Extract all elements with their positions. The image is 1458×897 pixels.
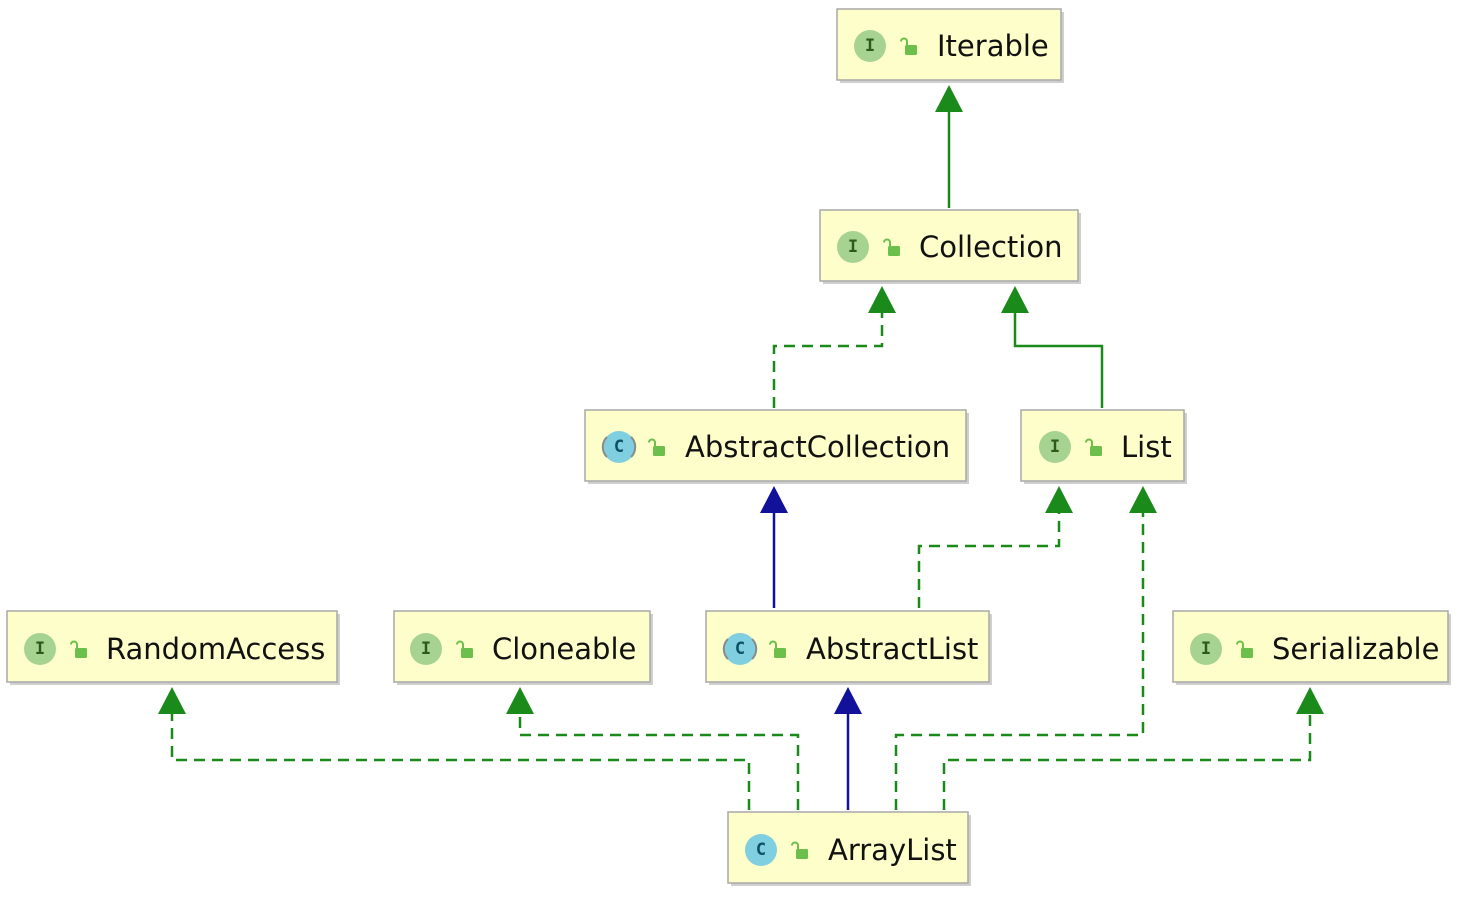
svg-text:I: I [35, 639, 45, 659]
node-cloneable[interactable]: I Cloneable [393, 610, 653, 685]
edge-arraylist-list [894, 486, 1157, 810]
svg-text:C: C [735, 639, 745, 659]
edge-abstractlist-abstractcollection [760, 486, 788, 608]
node-collection[interactable]: I Collection [819, 209, 1081, 284]
unlocked-public-icon [456, 640, 473, 658]
arrowhead [158, 687, 186, 714]
abstract-class-icon: C [601, 431, 637, 463]
class-icon: C [745, 834, 777, 866]
node-label: RandomAccess [106, 632, 325, 666]
interface-icon: I [854, 30, 886, 62]
node-label: Collection [919, 230, 1062, 264]
node-label: Cloneable [492, 632, 636, 666]
arrowhead [935, 85, 963, 112]
arrowhead [760, 486, 788, 513]
node-abstractcollection[interactable]: C AbstractCollection [584, 409, 969, 484]
arrowhead [1001, 286, 1029, 313]
node-abstractlist[interactable]: C AbstractList [705, 610, 992, 685]
edge-arraylist-cloneable [506, 687, 800, 810]
svg-text:C: C [756, 840, 766, 860]
arrowhead [1296, 687, 1324, 714]
nodes-layer: I Iterable I Collection [6, 8, 1451, 886]
node-list[interactable]: I List [1020, 409, 1187, 484]
unlocked-public-icon [648, 438, 665, 456]
node-label: AbstractList [806, 632, 978, 666]
abstract-class-icon: C [722, 633, 758, 665]
interface-icon: I [1039, 431, 1071, 463]
edge-abstractcollection-collection [772, 286, 896, 408]
node-label: Serializable [1272, 632, 1439, 666]
edge-arraylist-serializable [942, 687, 1324, 810]
svg-text:C: C [614, 437, 624, 457]
node-label: ArrayList [828, 833, 957, 867]
edge-arraylist-randomaccess [158, 687, 751, 810]
node-iterable[interactable]: I Iterable [836, 8, 1064, 83]
svg-text:I: I [865, 36, 875, 56]
node-arraylist[interactable]: C ArrayList [727, 811, 971, 886]
arrowhead [868, 286, 896, 313]
arrowhead [1129, 486, 1157, 513]
unlocked-public-icon [900, 37, 917, 55]
interface-icon: I [24, 633, 56, 665]
unlocked-public-icon [1236, 640, 1253, 658]
unlocked-public-icon [769, 640, 786, 658]
arrowhead [834, 687, 862, 714]
svg-text:I: I [1201, 639, 1211, 659]
node-label: AbstractCollection [685, 430, 950, 464]
svg-text:I: I [848, 237, 858, 257]
node-randomaccess[interactable]: I RandomAccess [6, 610, 340, 685]
edge-list-collection [1001, 286, 1104, 408]
unlocked-public-icon [883, 238, 900, 256]
interface-icon: I [1190, 633, 1222, 665]
node-label: List [1121, 430, 1172, 464]
arrowhead [1045, 486, 1073, 513]
edge-collection-iterable [935, 85, 963, 208]
svg-text:I: I [421, 639, 431, 659]
unlocked-public-icon [1085, 438, 1102, 456]
unlocked-public-icon [70, 640, 87, 658]
interface-icon: I [837, 231, 869, 263]
edge-abstractlist-list [917, 486, 1073, 608]
node-serializable[interactable]: I Serializable [1172, 610, 1451, 685]
edge-arraylist-abstractlist [834, 687, 862, 810]
unlocked-public-icon [791, 841, 808, 859]
node-label: Iterable [937, 29, 1049, 63]
arrowhead [506, 687, 534, 714]
edges-layer [158, 85, 1324, 810]
svg-text:I: I [1050, 437, 1060, 457]
interface-icon: I [410, 633, 442, 665]
